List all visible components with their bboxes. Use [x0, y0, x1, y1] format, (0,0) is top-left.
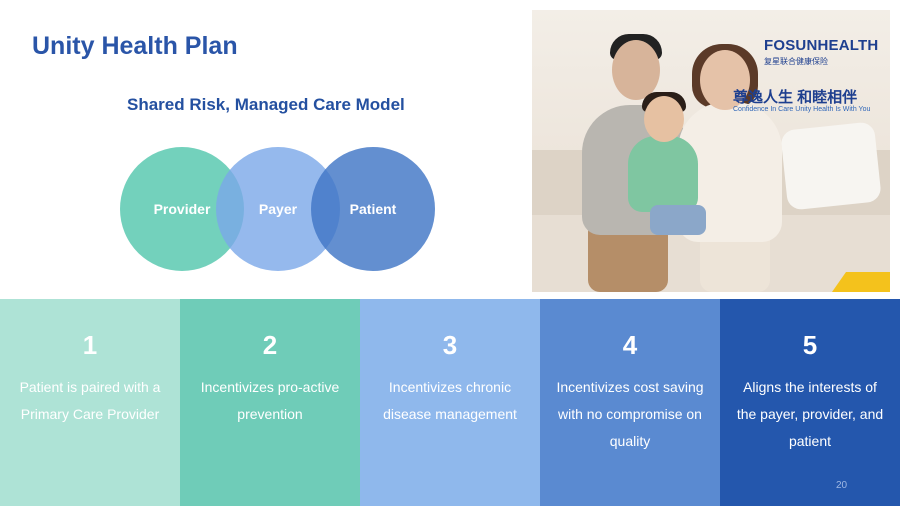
- step-number: 3: [442, 330, 458, 360]
- step-number: 1: [82, 330, 98, 360]
- step-text: Incentivizes pro-active prevention: [200, 379, 340, 422]
- step-card-2: 2 Incentivizes pro-active prevention: [180, 299, 360, 506]
- step-text: Incentivizes chronic disease management: [383, 379, 517, 422]
- slide-title: Unity Health Plan: [32, 32, 238, 60]
- step-number: 5: [802, 330, 818, 360]
- step-text: Patient is paired with a Primary Care Pr…: [19, 379, 161, 422]
- fosun-health-logo: FOSUNHEALTH 复星联合健康保险: [764, 37, 879, 67]
- venn-label-payer: Payer: [258, 201, 298, 217]
- step-text: Aligns the interests of the payer, provi…: [736, 379, 884, 449]
- step-card-3: 3 Incentivizes chronic disease managemen…: [360, 299, 540, 506]
- man-head: [612, 40, 660, 100]
- child-jeans: [650, 205, 706, 235]
- step-card-5: 5 Aligns the interests of the payer, pro…: [720, 299, 900, 506]
- tagline-english: Confidence In Care Unity Health Is With …: [733, 106, 871, 113]
- step-card-4: 4 Incentivizes cost saving with no compr…: [540, 299, 720, 506]
- step-card-1: 1 Patient is paired with a Primary Care …: [0, 299, 180, 506]
- venn-label-patient: Patient: [349, 201, 397, 217]
- child-head: [644, 96, 684, 142]
- venn-diagram: Provider Payer Patient: [118, 147, 438, 273]
- step-text: Incentivizes cost saving with no comprom…: [556, 379, 704, 449]
- steps-band: 1 Patient is paired with a Primary Care …: [0, 299, 900, 506]
- step-number: 4: [622, 330, 638, 360]
- venn-circle-patient: Patient: [311, 147, 435, 271]
- venn-label-provider: Provider: [153, 201, 211, 217]
- logo-subtext: 复星联合健康保险: [764, 57, 828, 66]
- tagline-chinese: 尊逸人生 和睦相伴: [733, 89, 858, 106]
- child-figure: [628, 136, 698, 212]
- step-number: 2: [262, 330, 278, 360]
- logo-wordmark: FOSUNHEALTH: [764, 37, 879, 54]
- page-number: 20: [836, 480, 848, 491]
- woman-head: [700, 50, 750, 110]
- family-photo: [532, 10, 890, 292]
- sofa-pillow: [780, 121, 882, 211]
- slide-subtitle: Shared Risk, Managed Care Model: [127, 95, 405, 114]
